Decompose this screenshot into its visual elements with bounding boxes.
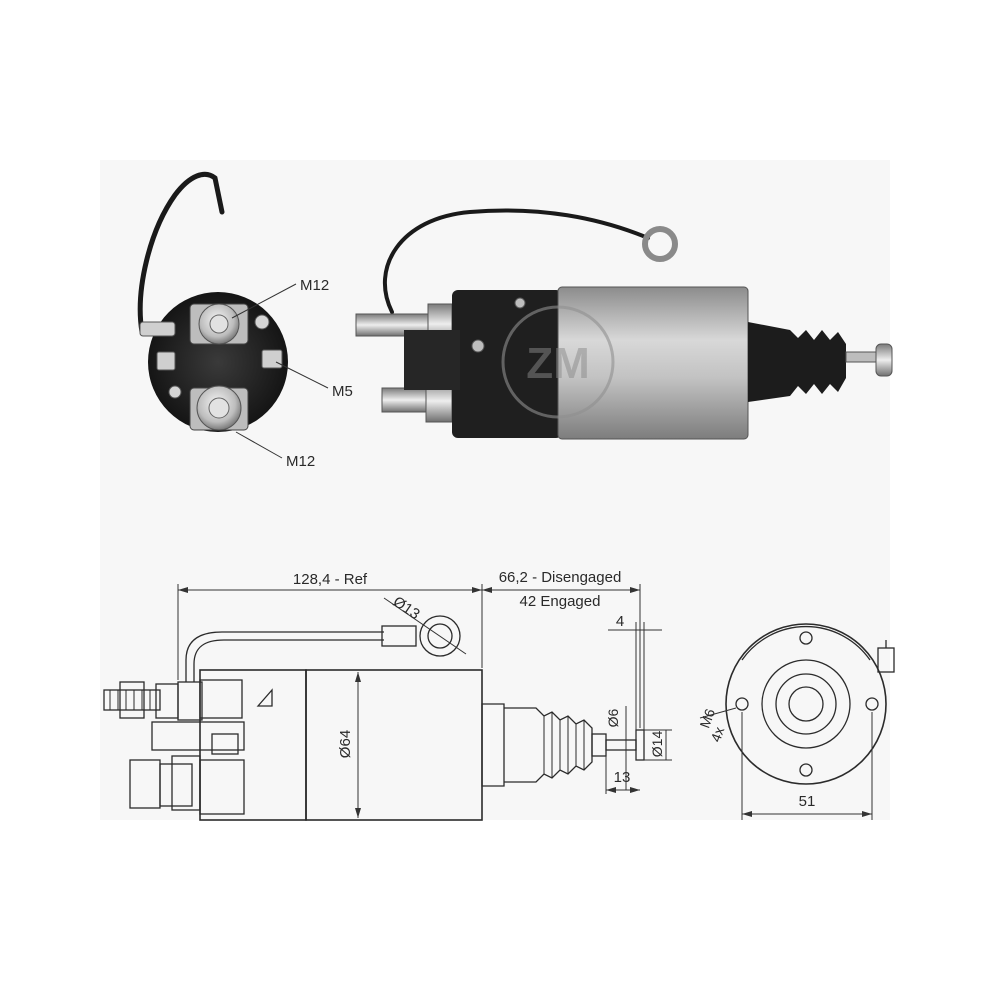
end-view-screw bbox=[168, 385, 182, 399]
end-view-bracket bbox=[139, 321, 176, 337]
photo-panel bbox=[100, 160, 890, 820]
end-view-wire bbox=[137, 171, 225, 335]
end-view-cap bbox=[148, 292, 288, 432]
side-view-screw bbox=[514, 297, 526, 309]
dim-length-ref: 128,4 - Ref bbox=[293, 571, 368, 588]
drawing-end-elevation: M6 4x 51 bbox=[696, 623, 895, 820]
side-view-logo-text: ZM bbox=[526, 339, 590, 388]
side-view-plunger-head bbox=[875, 343, 893, 377]
side-view-wire bbox=[382, 208, 650, 314]
dim-stroke-engaged: 42 Engaged bbox=[520, 593, 601, 610]
dim-flange-width: 51 bbox=[799, 793, 816, 810]
side-view-screw bbox=[471, 339, 485, 353]
side-view-plunger bbox=[845, 351, 879, 363]
end-view-terminal-left bbox=[156, 351, 176, 371]
dim-pin-dia: Ø6 bbox=[605, 708, 621, 727]
callout-m5: M5 bbox=[332, 383, 353, 400]
dim-thread-count: 4x bbox=[707, 725, 727, 744]
callout-line bbox=[275, 361, 329, 389]
callout-m12-bottom: M12 bbox=[286, 453, 315, 470]
dim-body-dia: Ø64 bbox=[337, 730, 354, 758]
photo-side-view: ZM bbox=[355, 208, 893, 440]
side-view-boot bbox=[748, 322, 846, 402]
side-view-eyelet bbox=[642, 226, 678, 262]
end-view-terminal-top bbox=[189, 303, 249, 345]
callout-line bbox=[231, 283, 297, 319]
drawing-side-elevation: 128,4 - Ref 66,2 - Disengaged 42 Engaged… bbox=[103, 569, 672, 821]
callout-line bbox=[235, 431, 283, 459]
end-view-terminal-bottom bbox=[189, 385, 249, 431]
dim-head-dia: Ø14 bbox=[649, 731, 665, 758]
side-view-logo bbox=[501, 305, 615, 419]
side-view-cap-face bbox=[404, 330, 460, 390]
side-view-cap bbox=[452, 290, 562, 438]
photo-end-view: M12 M5 M12 bbox=[137, 171, 353, 470]
dim-gap: 4 bbox=[616, 613, 624, 630]
dim-thread-spec: M6 bbox=[696, 706, 718, 730]
end-view-screw bbox=[254, 314, 270, 330]
end-view-terminal-side bbox=[261, 349, 283, 369]
dim-stroke-disengaged: 66,2 - Disengaged bbox=[499, 569, 622, 586]
callout-m12-top: M12 bbox=[300, 277, 329, 294]
dim-pin-length: 13 bbox=[614, 769, 631, 786]
